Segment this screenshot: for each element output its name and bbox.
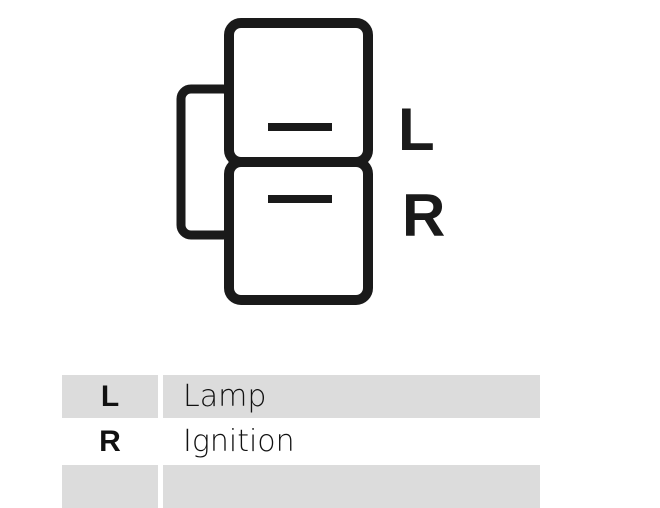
legend-description: Lamp (163, 375, 540, 418)
legend-row: L Lamp (62, 375, 540, 418)
connector-lower-pin-housing (224, 157, 373, 305)
pin-label-r: R (402, 182, 446, 249)
legend-code: R (99, 424, 121, 458)
legend-description (163, 465, 540, 508)
legend-code: L (62, 375, 158, 418)
pin-label-l: L (398, 96, 435, 163)
connector-upper-pin-housing (224, 18, 373, 167)
legend-row: R Ignition (62, 420, 540, 463)
connector-diagram (176, 18, 373, 305)
legend-row (62, 465, 540, 508)
legend-code (62, 465, 158, 508)
legend-description: Ignition (183, 424, 295, 459)
